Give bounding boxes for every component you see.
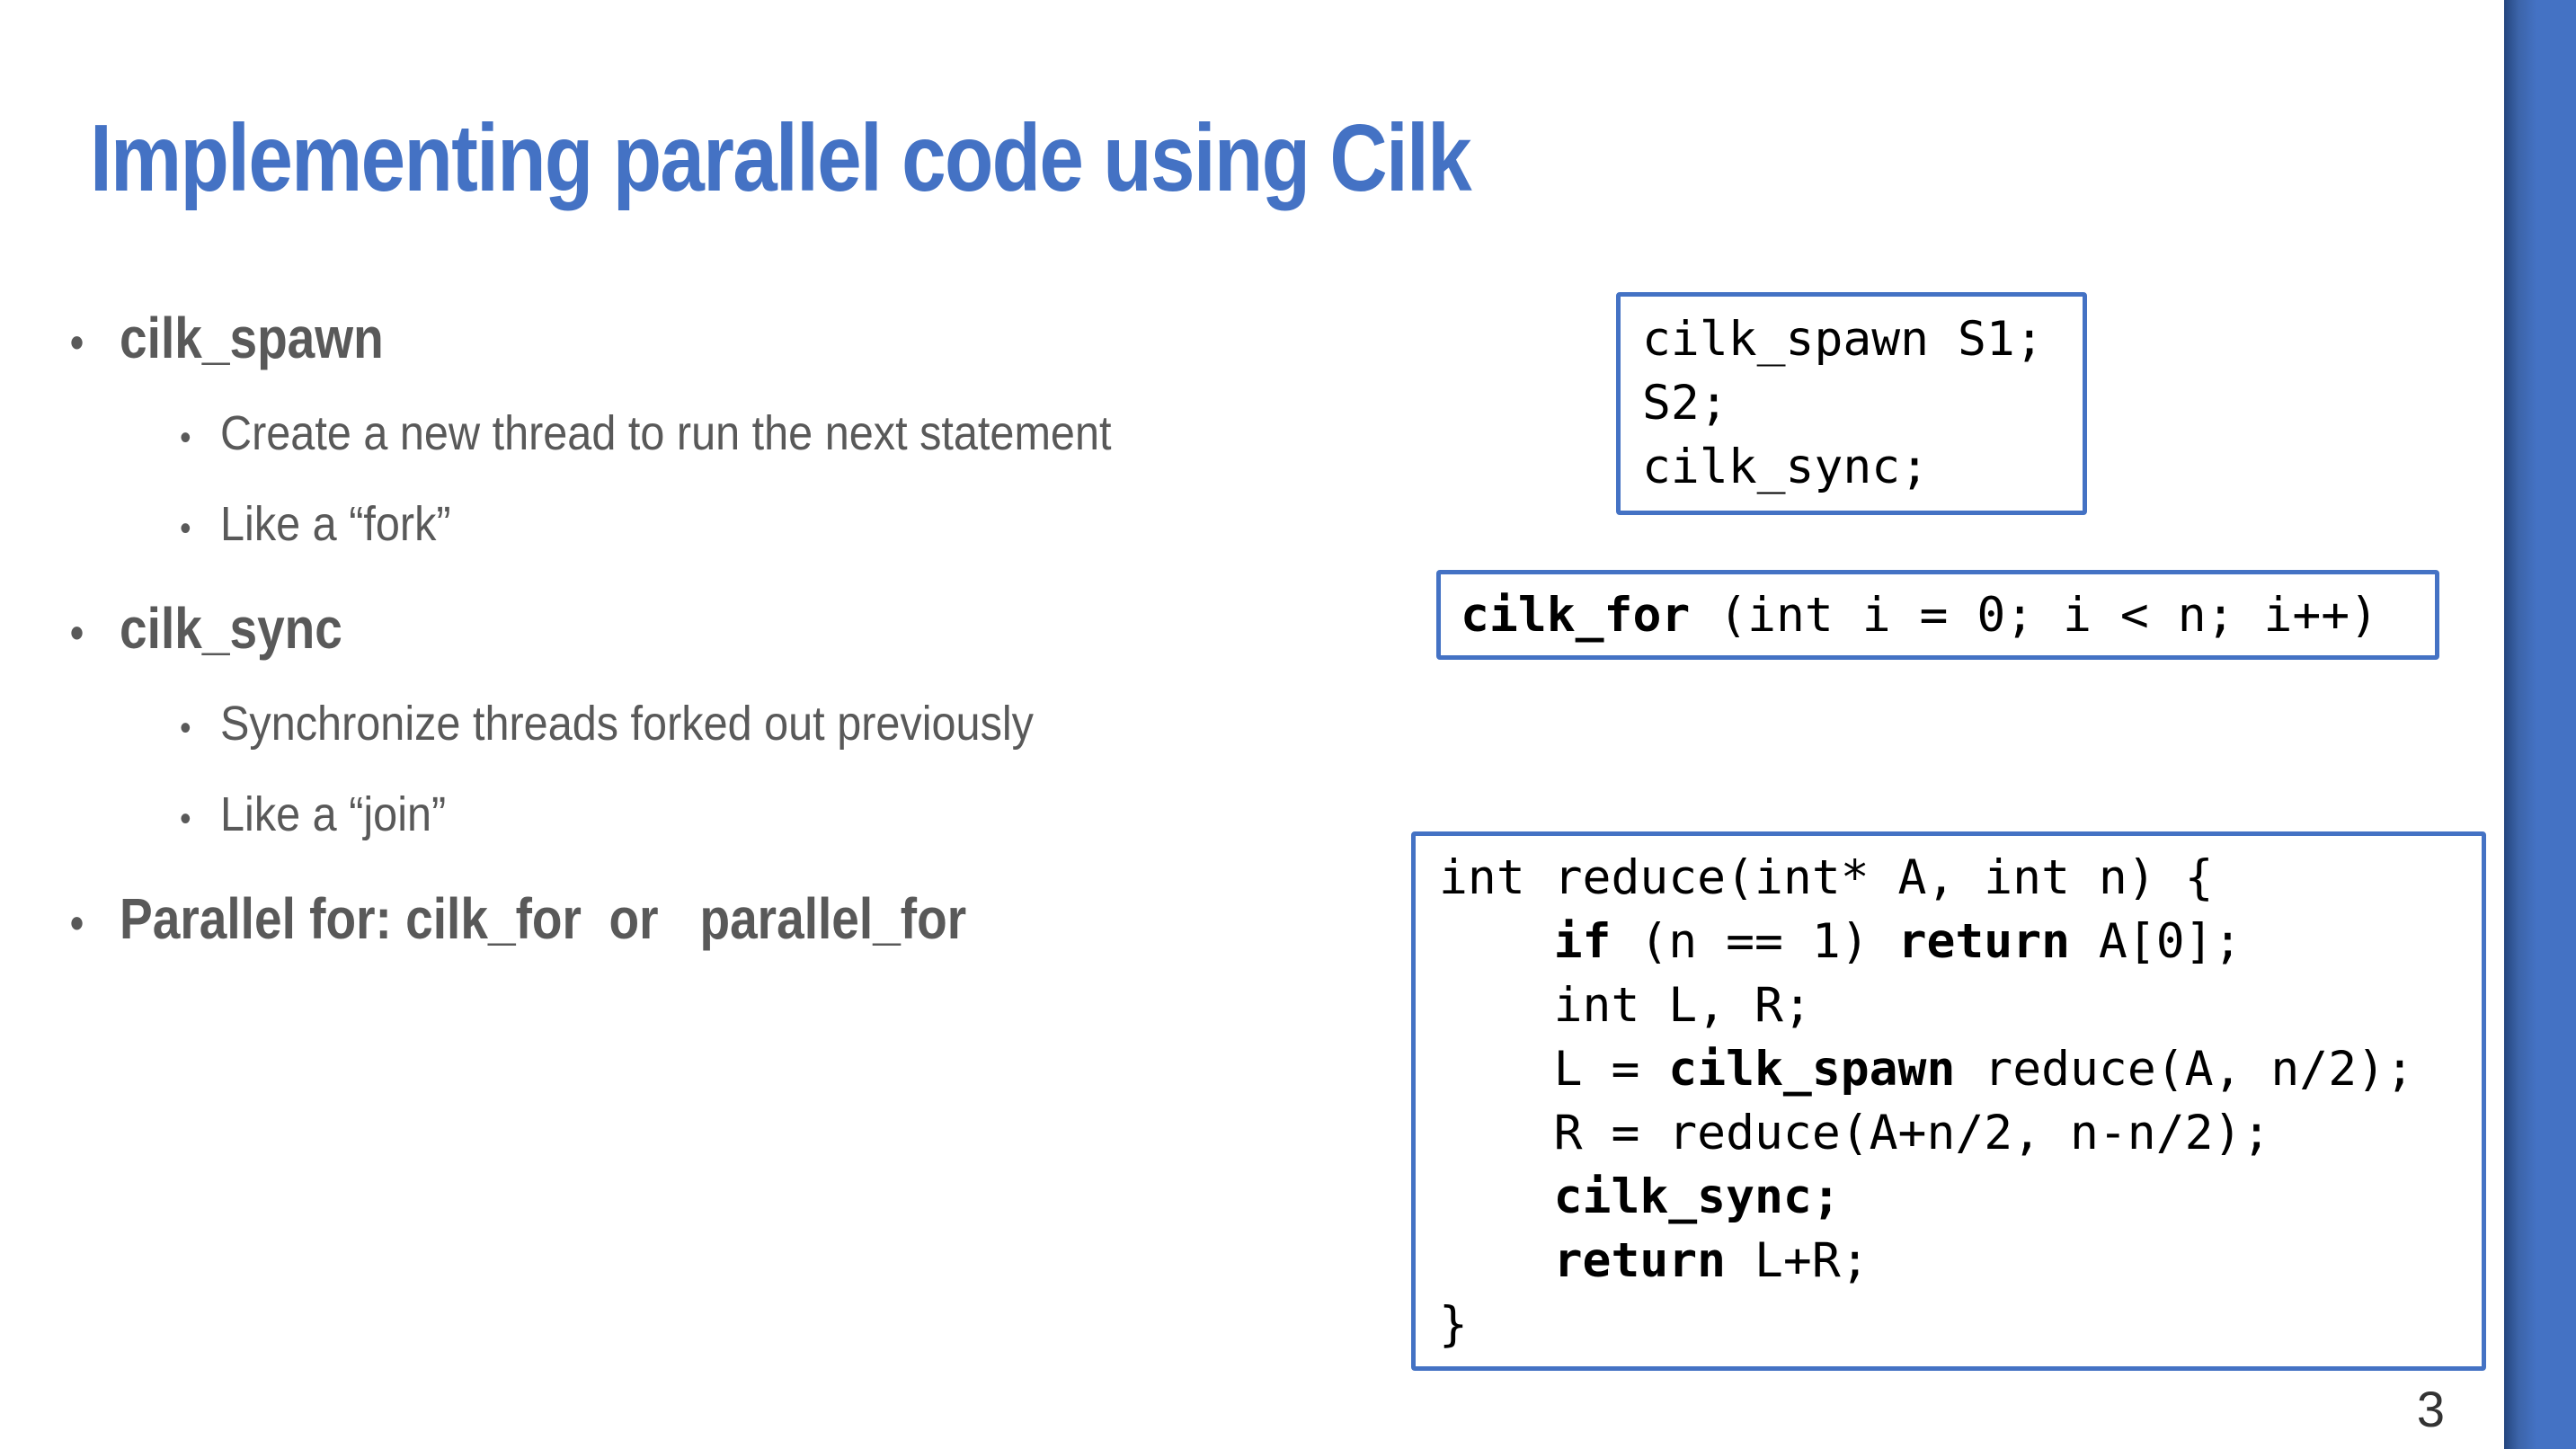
code-line: L = cilk_spawn reduce(A, n/2); — [1439, 1037, 2458, 1101]
code-box-cilk-for-example: cilk_for (int i = 0; i < n; i++) — [1436, 570, 2439, 660]
code-keyword: cilk_sync; — [1553, 1169, 1841, 1224]
bullet-text: Like a “fork” — [220, 497, 451, 551]
code-text: } — [1439, 1297, 1468, 1352]
bullet-list: • cilk_spawn • Create a new thread to run t… — [70, 302, 1436, 959]
code-line: cilk_spawn S1; — [1642, 307, 2061, 371]
bullet-item: • cilk_sync — [70, 592, 1245, 669]
bullet-marker: • — [70, 898, 84, 948]
code-text — [1439, 1169, 1554, 1224]
code-keyword: if — [1553, 914, 1612, 969]
bullet-text: cilk_spawn — [120, 306, 384, 370]
code-text: int reduce(int* A, int n) { — [1439, 850, 2214, 905]
code-line: R = reduce(A+n/2, n-n/2); — [1439, 1101, 2458, 1165]
code-keyword: return — [1897, 914, 2071, 969]
bullet-item: • Like a “join” — [180, 783, 1310, 850]
code-box-spawn-sync-example: cilk_spawn S1; S2; cilk_sync; — [1616, 292, 2087, 515]
bullet-item: • Like a “fork” — [180, 493, 1310, 560]
code-line: return L+R; — [1439, 1229, 2458, 1293]
code-text: reduce(A, n/2); — [1955, 1042, 2414, 1097]
code-line: cilk_for (int i = 0; i < n; i++) — [1461, 583, 2378, 647]
code-line: cilk_sync; — [1642, 435, 2061, 499]
code-line: int L, R; — [1439, 973, 2458, 1037]
code-text: S2; — [1642, 376, 1728, 431]
bullet-marker: • — [180, 418, 191, 458]
code-text: cilk_sync; — [1642, 440, 1930, 494]
code-text: (int i = 0; i < n; i++) — [1690, 587, 2379, 643]
bullet-text: Create a new thread to run the next stat… — [220, 406, 1112, 460]
bullet-text: Parallel for: cilk_for or parallel_for — [120, 886, 967, 951]
bullet-item: • Create a new thread to run the next sta… — [180, 402, 1310, 469]
bullet-text: cilk_sync — [120, 596, 342, 661]
bullet-item: • Parallel for: cilk_for or parallel_for — [70, 883, 1245, 959]
bullet-marker: • — [70, 608, 84, 658]
code-text: L = — [1439, 1042, 1669, 1097]
code-line: int reduce(int* A, int n) { — [1439, 846, 2458, 910]
page-number: 3 — [2416, 1381, 2445, 1437]
code-line: } — [1439, 1293, 2458, 1356]
code-box-reduce-example: int reduce(int* A, int n) { if (n == 1) … — [1411, 831, 2486, 1371]
code-line: if (n == 1) return A[0]; — [1439, 910, 2458, 973]
code-text: int L, R; — [1439, 978, 1812, 1033]
accent-sidebar — [2504, 0, 2576, 1449]
bullet-text: Synchronize threads forked out previousl… — [220, 697, 1034, 751]
code-keyword: cilk_spawn — [1668, 1042, 1956, 1097]
code-keyword: cilk_for — [1461, 587, 1691, 643]
code-line: S2; — [1642, 371, 2061, 435]
code-text — [1439, 914, 1554, 969]
code-text: cilk_spawn S1; — [1642, 312, 2044, 367]
bullet-marker: • — [180, 708, 191, 748]
bullet-item: • cilk_spawn — [70, 302, 1245, 378]
bullet-text: Like a “join” — [220, 787, 447, 841]
code-text: L+R; — [1726, 1233, 1870, 1288]
code-text: R = reduce(A+n/2, n-n/2); — [1439, 1106, 2271, 1160]
code-line: cilk_sync; — [1439, 1165, 2458, 1229]
code-keyword: return — [1553, 1233, 1727, 1288]
bullet-marker: • — [180, 509, 191, 548]
code-text: A[0]; — [2070, 914, 2243, 969]
slide-title: Implementing parallel code using Cilk — [90, 105, 1472, 211]
code-text — [1439, 1233, 1554, 1288]
bullet-marker: • — [70, 317, 84, 368]
bullet-item: • Synchronize threads forked out previous… — [180, 692, 1310, 760]
code-text: (n == 1) — [1611, 914, 1898, 969]
bullet-marker: • — [180, 799, 191, 839]
